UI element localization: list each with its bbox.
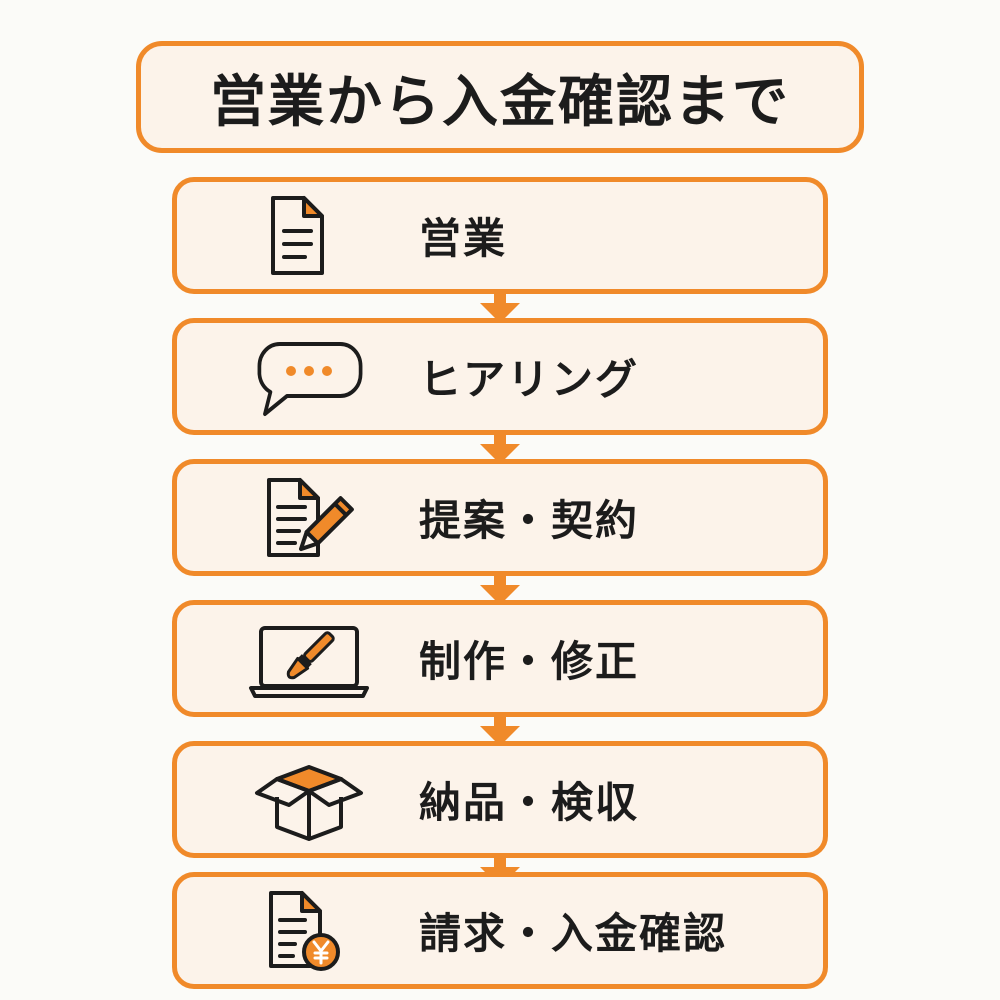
step-label: ヒアリング xyxy=(419,355,640,404)
down-arrow-icon xyxy=(480,293,520,323)
step-production-revision: 制作・修正 xyxy=(172,600,828,717)
step-delivery-inspection: 納品・検収 xyxy=(172,741,828,858)
step-sales: 営業 xyxy=(172,177,828,294)
down-arrow-icon xyxy=(480,575,520,605)
step-label: 請求・入金確認 xyxy=(419,909,728,958)
invoice-yen-icon xyxy=(247,888,377,974)
step-hearing: ヒアリング xyxy=(172,318,828,435)
speech-bubble-icon xyxy=(247,334,377,420)
open-box-icon xyxy=(247,757,377,843)
title-box: 営業から入金確認まで xyxy=(136,41,864,153)
document-icon xyxy=(247,193,377,279)
page-title: 営業から入金確認まで xyxy=(210,69,790,135)
step-label: 提案・契約 xyxy=(419,496,640,545)
down-arrow-icon xyxy=(480,434,520,464)
document-pen-icon xyxy=(247,475,377,561)
step-label: 制作・修正 xyxy=(419,637,640,686)
step-proposal-contract: 提案・契約 xyxy=(172,459,828,576)
step-label: 納品・検収 xyxy=(419,778,640,827)
laptop-brush-icon xyxy=(247,616,377,702)
step-label: 営業 xyxy=(419,214,508,263)
down-arrow-icon xyxy=(480,716,520,746)
step-invoice-payment: 請求・入金確認 xyxy=(172,872,828,989)
